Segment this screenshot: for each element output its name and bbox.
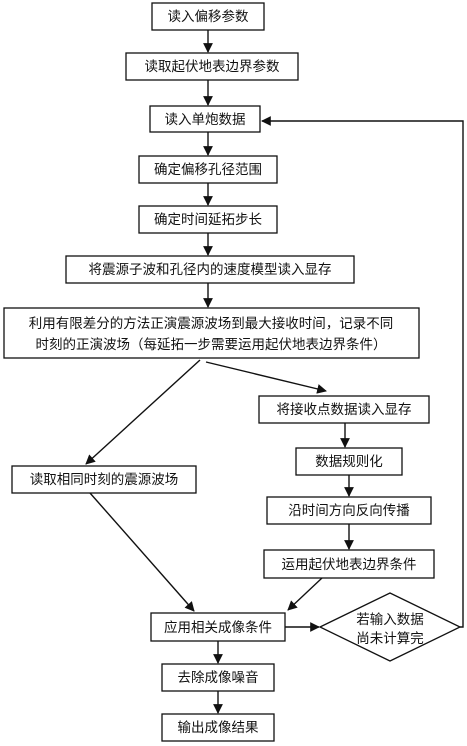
step-determine-aperture: 确定偏移孔径范围 bbox=[138, 155, 278, 184]
step-regularize-data: 数据规则化 bbox=[295, 447, 403, 476]
step-back-propagate-label: 沿时间方向反向传播 bbox=[288, 503, 410, 519]
step-determine-time-step-label: 确定时间延拓步长 bbox=[154, 212, 262, 228]
decision-line2: 尚未计算完 bbox=[356, 631, 424, 647]
step-output-result: 输出成像结果 bbox=[161, 713, 275, 742]
step-load-model-label: 将震源子波和孔径内的速度模型读入显存 bbox=[89, 262, 332, 278]
decision-unfinished: 若输入数据 尚未计算完 bbox=[318, 592, 462, 662]
step-read-offset-params-label: 读入偏移参数 bbox=[168, 8, 249, 25]
step-determine-time-step: 确定时间延拓步长 bbox=[138, 205, 278, 234]
step-read-single-shot: 读入单炮数据 bbox=[149, 105, 261, 133]
step-read-offset-params: 读入偏移参数 bbox=[151, 2, 265, 31]
step-remove-noise-label: 去除成像噪音 bbox=[178, 669, 259, 686]
step-read-topo-params: 读取起伏地表边界参数 bbox=[125, 52, 299, 81]
step-determine-aperture-label: 确定偏移孔径范围 bbox=[154, 162, 262, 178]
step-read-single-shot-label: 读入单炮数据 bbox=[165, 112, 246, 128]
step-read-receiver-data: 将接收点数据读入显存 bbox=[258, 395, 430, 424]
step-output-result-label: 输出成像结果 bbox=[178, 720, 259, 736]
edge-decision-loop-to-shot bbox=[261, 116, 464, 628]
edge-topobc-to-imaging bbox=[287, 577, 323, 611]
step-apply-topo-bc: 运用起伏地表边界条件 bbox=[263, 549, 435, 579]
edge-forward-to-receiver bbox=[205, 361, 327, 394]
edge-source-field-to-imaging bbox=[89, 492, 195, 612]
step-forward-model-line1: 利用有限差分的方法正演震源波场到最大接收时间，记录不同 bbox=[29, 315, 394, 332]
step-back-propagate: 沿时间方向反向传播 bbox=[266, 496, 432, 525]
edge-forward-to-source-field bbox=[85, 359, 201, 465]
step-read-receiver-data-label: 将接收点数据读入显存 bbox=[277, 401, 412, 418]
step-remove-noise: 去除成像噪音 bbox=[161, 663, 275, 692]
step-regularize-data-label: 数据规则化 bbox=[315, 454, 383, 470]
step-apply-imaging: 应用相关成像条件 bbox=[150, 612, 286, 642]
step-read-source-field: 读取相同时刻的震源波场 bbox=[11, 465, 197, 494]
step-apply-topo-bc-label: 运用起伏地表边界条件 bbox=[282, 556, 417, 573]
decision-line1: 若输入数据 bbox=[356, 612, 424, 628]
step-read-source-field-label: 读取相同时刻的震源波场 bbox=[30, 472, 179, 488]
step-read-topo-params-label: 读取起伏地表边界参数 bbox=[145, 58, 280, 75]
step-apply-imaging-label: 应用相关成像条件 bbox=[164, 619, 272, 636]
step-forward-model-line2: 时刻的正演波场（每延拓一步需要运用起伏地表边界条件） bbox=[36, 336, 387, 353]
step-forward-model: 利用有限差分的方法正演震源波场到最大接收时间，记录不同 时刻的正演波场（每延拓一… bbox=[3, 307, 420, 359]
step-load-model: 将震源子波和孔径内的速度模型读入显存 bbox=[65, 255, 355, 284]
